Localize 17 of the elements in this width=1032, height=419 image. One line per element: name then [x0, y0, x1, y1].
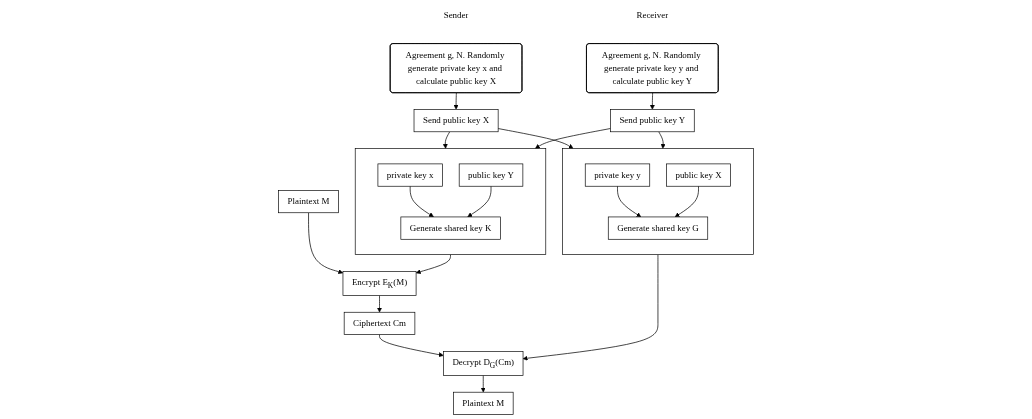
node-box: public key X — [666, 163, 731, 187]
node-box: Generate shared key K — [400, 216, 501, 240]
node-label: Sender — [443, 10, 469, 21]
node-box: private key y — [584, 163, 651, 187]
cluster — [354, 148, 547, 255]
node-box: Send public key X — [413, 109, 499, 133]
node-box: Send public key Y — [610, 109, 695, 133]
node-box: Plaintext M — [278, 190, 339, 214]
node-box: public key Y — [458, 163, 524, 187]
node-box: Plaintext M — [453, 391, 514, 415]
node-box: Generate shared key G — [607, 216, 709, 240]
cluster — [562, 148, 754, 255]
node-box: Ciphertext Cm — [343, 311, 416, 335]
node-box: Encrypt E$_{K}$(M) — [342, 271, 417, 296]
node-label: Receiver — [636, 10, 669, 21]
node-box: Decrypt D$_{G}$(Cm) — [443, 351, 524, 376]
node-box: private key x — [377, 163, 443, 187]
